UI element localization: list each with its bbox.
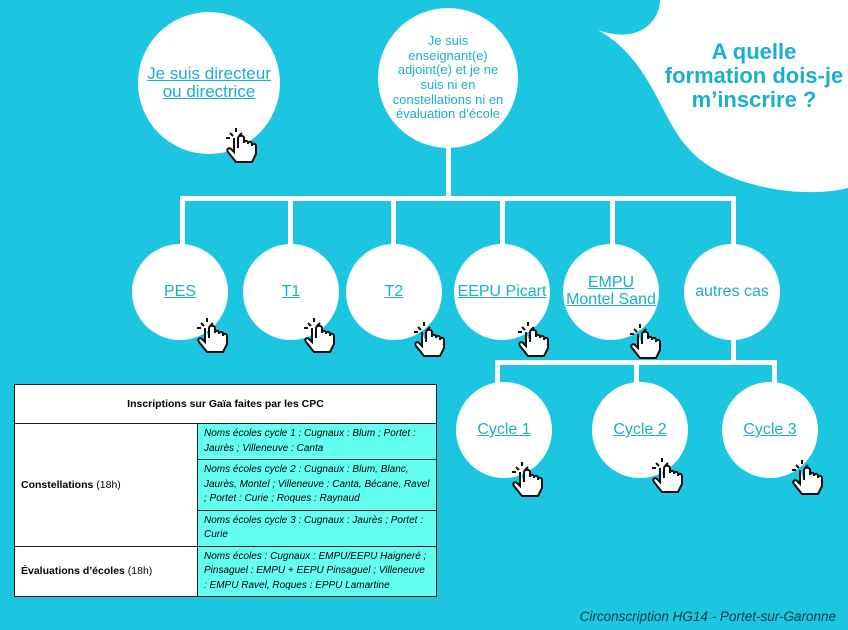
pointing-hand-icon — [630, 324, 661, 359]
row-label-constellations: Constellations (18h) — [14, 423, 198, 547]
table-header: Inscriptions sur Gaïa faites par les CPC — [14, 384, 437, 424]
pointing-hand-icon — [518, 322, 549, 357]
node-directeur[interactable]: Je suis directeur ou directrice — [138, 12, 280, 154]
connector-drop — [731, 196, 736, 254]
node-t1[interactable]: T1 — [243, 244, 339, 340]
table-cell: Noms écoles cycle 3 : Cugnaux : Jaurès ;… — [197, 509, 437, 547]
node-cycle-2[interactable]: Cycle 2 — [592, 382, 688, 478]
table-cell: Noms écoles cycle 1 : Cugnaux : Blum ; P… — [197, 423, 437, 460]
page-title: A quelle formation dois-je m’inscrire ? — [664, 39, 844, 112]
inscriptions-table: Inscriptions sur Gaïa faites par les CPC… — [14, 384, 437, 597]
table-cell: Noms écoles : Cugnaux : EMPU/EEPU Haigne… — [197, 545, 437, 597]
node-enseignant-label: Je suis enseignant(e) adjoint(e) et je n… — [392, 33, 504, 122]
node-t2[interactable]: T2 — [346, 244, 442, 340]
node-eepu-link[interactable]: EEPU Picart — [457, 282, 547, 300]
node-cycle2-link[interactable]: Cycle 2 — [613, 421, 667, 438]
node-cycle-1[interactable]: Cycle 1 — [456, 382, 552, 478]
node-cycle1-link[interactable]: Cycle 1 — [477, 421, 531, 438]
node-autres-cas: autres cas — [684, 244, 780, 340]
pointing-hand-icon — [414, 322, 445, 357]
pointing-hand-icon — [304, 318, 335, 353]
pointing-hand-icon — [512, 462, 543, 497]
connector-drop — [772, 360, 777, 390]
connector-drop — [495, 360, 500, 390]
pointing-hand-icon — [197, 318, 228, 353]
node-directeur-link[interactable]: Je suis directeur ou directrice — [147, 64, 271, 101]
row-label-evaluations: Évaluations d’écoles (18h) — [14, 545, 198, 597]
node-eepu-picart[interactable]: EEPU Picart — [454, 244, 550, 340]
connector-bar-top — [180, 196, 736, 201]
table-cell: Noms écoles cycle 2 : Cugnaux : Blum, Bl… — [197, 459, 437, 511]
pointing-hand-icon — [792, 460, 823, 495]
connector-drop — [610, 196, 615, 254]
pointing-hand-icon — [652, 458, 683, 493]
node-cycle3-link[interactable]: Cycle 3 — [743, 421, 797, 438]
connector-drop — [500, 196, 505, 254]
pointing-hand-icon — [226, 128, 257, 163]
node-t1-link[interactable]: T1 — [281, 283, 301, 300]
node-empu-link[interactable]: EMPU Montel Sand — [566, 274, 656, 308]
node-t2-link[interactable]: T2 — [384, 283, 404, 300]
node-pes-link[interactable]: PES — [163, 283, 196, 300]
footer-credit: Circonscription HG14 - Portet-sur-Garonn… — [579, 609, 836, 624]
connector-drop — [634, 360, 639, 390]
node-empu-montel-sand[interactable]: EMPU Montel Sand — [563, 244, 659, 340]
connector-drop — [391, 196, 396, 254]
connector-sub — [731, 330, 736, 364]
node-cycle-3[interactable]: Cycle 3 — [722, 382, 818, 478]
connector-drop — [288, 196, 293, 254]
node-enseignant: Je suis enseignant(e) adjoint(e) et je n… — [378, 8, 518, 148]
connector-drop — [180, 196, 185, 254]
node-autres-label: autres cas — [695, 283, 769, 300]
connector-main — [446, 140, 451, 200]
